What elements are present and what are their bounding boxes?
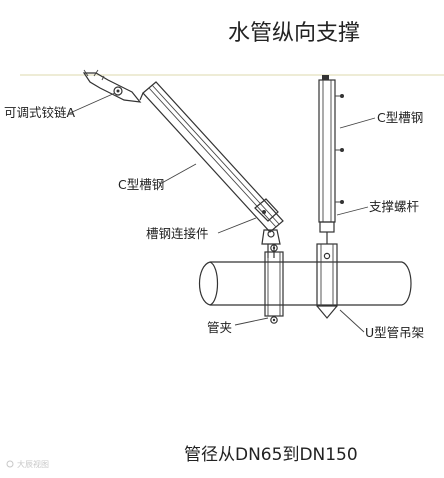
clamp-bolt-icon: [270, 244, 278, 252]
support-screw: [319, 221, 335, 260]
watermark-logo-icon: [6, 460, 14, 468]
c-channel-diagonal: [139, 81, 284, 233]
watermark-text: 大辰视图: [17, 459, 49, 469]
watermark: 大辰视图: [6, 459, 49, 469]
c-channel-vertical: [318, 75, 344, 223]
hanger-bolt-icon: [323, 252, 331, 260]
adjustable-hinge-a: [82, 69, 142, 103]
u-pipe-hanger: [316, 243, 338, 319]
diagram-caption: 管径从DN65到DN150: [184, 445, 358, 465]
diagram-title: 水管纵向支撑: [228, 21, 360, 46]
label-pipe-clamp: 管夹: [207, 320, 232, 335]
clamp-nut-icon: [270, 316, 278, 324]
label-c-channel-left: C型槽钢: [118, 177, 164, 192]
water-pipe: [199, 261, 412, 306]
label-support-screw: 支撑螺杆: [369, 199, 420, 214]
label-u-hanger: U型管吊架: [365, 325, 424, 340]
label-channel-connector: 槽钢连接件: [146, 226, 209, 241]
hinge-bolt-icon: [113, 86, 123, 96]
label-c-channel-right: C型槽钢: [377, 110, 423, 125]
leader-lines: [69, 92, 376, 333]
label-adjustable-hinge: 可调式铰链A: [4, 105, 76, 120]
